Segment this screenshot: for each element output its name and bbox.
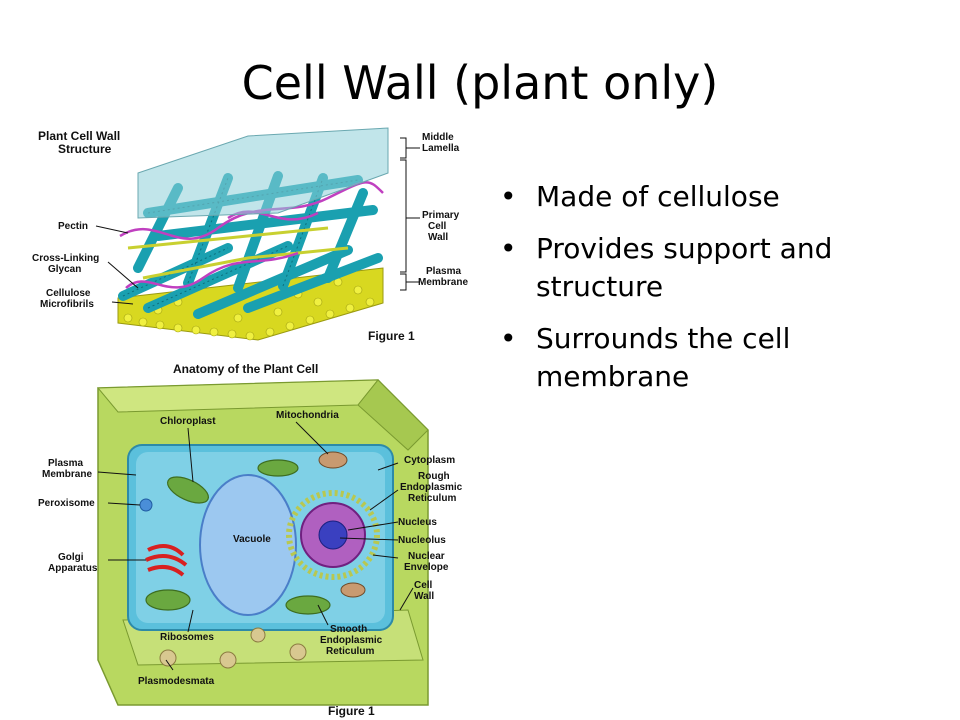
rough-er — [286, 490, 380, 580]
label-chloroplast: Chloroplast — [160, 416, 216, 427]
plant-cell-figure: Anatomy of the Plant Cell Vacuole — [28, 360, 488, 720]
chloroplasts — [145, 459, 331, 615]
cell-wall-diagram: Plant Cell Wall Structure Pectin Cross-L… — [32, 127, 468, 343]
bullet-text: Made of cellulose — [536, 180, 780, 213]
label-peroxisome: Peroxisome — [38, 498, 95, 509]
label-crosslinking-1: Cross-Linking — [32, 253, 99, 264]
cell-wall-side-edge — [357, 379, 429, 451]
label-plasmodesmata: Plasmodesmata — [138, 676, 215, 687]
label-cell-plasma-2: Membrane — [42, 469, 92, 480]
wall-heading-line1: Plant Cell Wall — [38, 129, 120, 143]
golgi-apparatus — [145, 544, 188, 577]
leader-lines — [97, 421, 414, 671]
plasmodesmata — [159, 627, 307, 669]
label-rough-3: Reticulum — [408, 493, 456, 504]
label-envelope-1: Nuclear — [408, 551, 445, 562]
label-rough-1: Rough — [418, 471, 450, 482]
crosslinking-glycans — [127, 226, 349, 280]
label-plasma-2: Membrane — [418, 277, 468, 288]
label-pectin: Pectin — [58, 221, 88, 232]
middle-lamella-layer — [137, 127, 389, 219]
bullet-item: • Surrounds the cell membrane — [500, 320, 930, 396]
label-golgi-2: Apparatus — [48, 563, 98, 574]
bullet-marker: • — [500, 180, 517, 213]
label-envelope-2: Envelope — [404, 562, 449, 573]
label-cell-plasma-1: Plasma — [48, 458, 83, 469]
wall-heading-line2: Structure — [58, 142, 112, 156]
layer-brackets — [400, 137, 420, 291]
bullet-list: • Made of cellulose • Provides support and… — [500, 178, 930, 410]
label-ribosomes: Ribosomes — [160, 632, 214, 643]
label-middle-1: Middle — [422, 132, 454, 143]
mitochondria — [318, 451, 366, 598]
label-nucleus: Nucleus — [398, 517, 437, 528]
label-middle-2: Lamella — [422, 143, 460, 154]
label-smooth-2: Endoplasmic — [320, 635, 383, 646]
label-smooth-1: Smooth — [330, 624, 367, 635]
label-plasma-1: Plasma — [426, 266, 461, 277]
label-cellulose-1: Cellulose — [46, 288, 91, 299]
cell-figure-caption: Figure 1 — [328, 704, 375, 718]
leader-line — [107, 261, 139, 289]
label-nucleolus: Nucleolus — [398, 535, 446, 546]
plant-cell-diagram: Anatomy of the Plant Cell Vacuole — [38, 362, 463, 718]
leader-line — [111, 301, 134, 305]
bullet-text: Provides support and structure — [536, 232, 833, 303]
wall-figure-caption: Figure 1 — [368, 329, 415, 343]
nucleolus — [318, 520, 348, 550]
label-mitochondria: Mitochondria — [276, 410, 339, 421]
bullet-marker: • — [500, 232, 517, 265]
label-cellwall-1: Cell — [414, 580, 433, 591]
label-smooth-3: Reticulum — [326, 646, 374, 657]
label-rough-2: Endoplasmic — [400, 482, 463, 493]
label-golgi-1: Golgi — [58, 552, 84, 563]
slide-title: Cell Wall (plant only) — [241, 56, 719, 110]
bullet-marker: • — [500, 322, 517, 355]
bullet-text: Surrounds the cell membrane — [536, 322, 791, 393]
leader-line — [95, 225, 129, 234]
label-primary-3: Wall — [428, 232, 448, 243]
label-cellulose-2: Microfibrils — [40, 299, 94, 310]
label-cellwall-2: Wall — [414, 591, 434, 602]
label-vacuole: Vacuole — [233, 534, 271, 545]
label-crosslinking-2: Glycan — [48, 264, 81, 275]
label-cytoplasm: Cytoplasm — [404, 455, 455, 466]
vacuole — [199, 474, 297, 616]
label-primary-2: Cell — [428, 221, 447, 232]
cell-wall-figure: Plant Cell Wall Structure Pectin Cross-L… — [28, 118, 488, 358]
cell-figure-heading: Anatomy of the Plant Cell — [173, 362, 318, 376]
bullet-item: • Provides support and structure — [500, 230, 930, 306]
label-primary-1: Primary — [422, 210, 460, 221]
peroxisome — [139, 498, 153, 512]
bullet-item: • Made of cellulose — [500, 178, 930, 216]
